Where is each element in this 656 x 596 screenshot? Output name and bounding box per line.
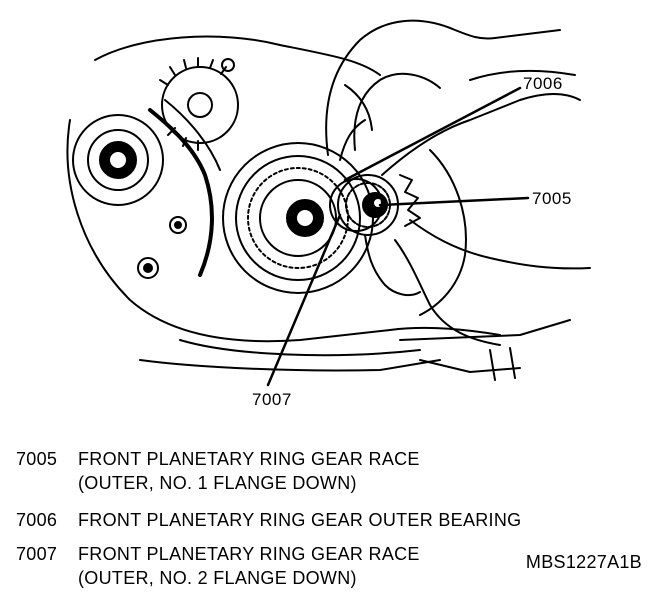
- legend-line: (OUTER, NO. 2 FLANGE DOWN): [78, 568, 357, 588]
- legend-item-7005: 7005 FRONT PLANETARY RING GEAR RACE (OUTER…: [16, 447, 420, 495]
- callout-7007: 7007: [252, 390, 292, 409]
- legend-item-7007: 7007 FRONT PLANETARY RING GEAR RACE (OUTER…: [16, 542, 420, 590]
- figure-id: MBS1227A1B: [525, 552, 642, 572]
- legend-number: 7005: [16, 449, 58, 469]
- legend-number: 7006: [16, 510, 58, 530]
- legend-line: (OUTER, NO. 1 FLANGE DOWN): [78, 473, 357, 493]
- legend-description: FRONT PLANETARY RING GEAR RACE (OUTER, NO…: [78, 447, 420, 495]
- legend-line: FRONT PLANETARY RING GEAR OUTER BEARING: [78, 510, 522, 530]
- legend-item-7006: 7006 FRONT PLANETARY RING GEAR OUTER BEAR…: [16, 508, 521, 532]
- callout-7006: 7006: [523, 74, 563, 93]
- left-gear: [72, 114, 164, 206]
- legend-description: FRONT PLANETARY RING GEAR RACE (OUTER, NO…: [78, 542, 420, 590]
- housing-outline: [94, 35, 381, 76]
- hand: [325, 19, 591, 346]
- legend-line: FRONT PLANETARY RING GEAR RACE: [78, 449, 420, 469]
- legend-description: FRONT PLANETARY RING GEAR OUTER BEARING: [78, 508, 521, 532]
- transmission-illustration: [66, 19, 591, 387]
- legend-number: 7007: [16, 544, 58, 564]
- legend-line: FRONT PLANETARY RING GEAR RACE: [78, 544, 420, 564]
- upper-gear: [159, 57, 239, 151]
- callout-7005: 7005: [532, 189, 572, 208]
- ring-gear: [222, 142, 374, 294]
